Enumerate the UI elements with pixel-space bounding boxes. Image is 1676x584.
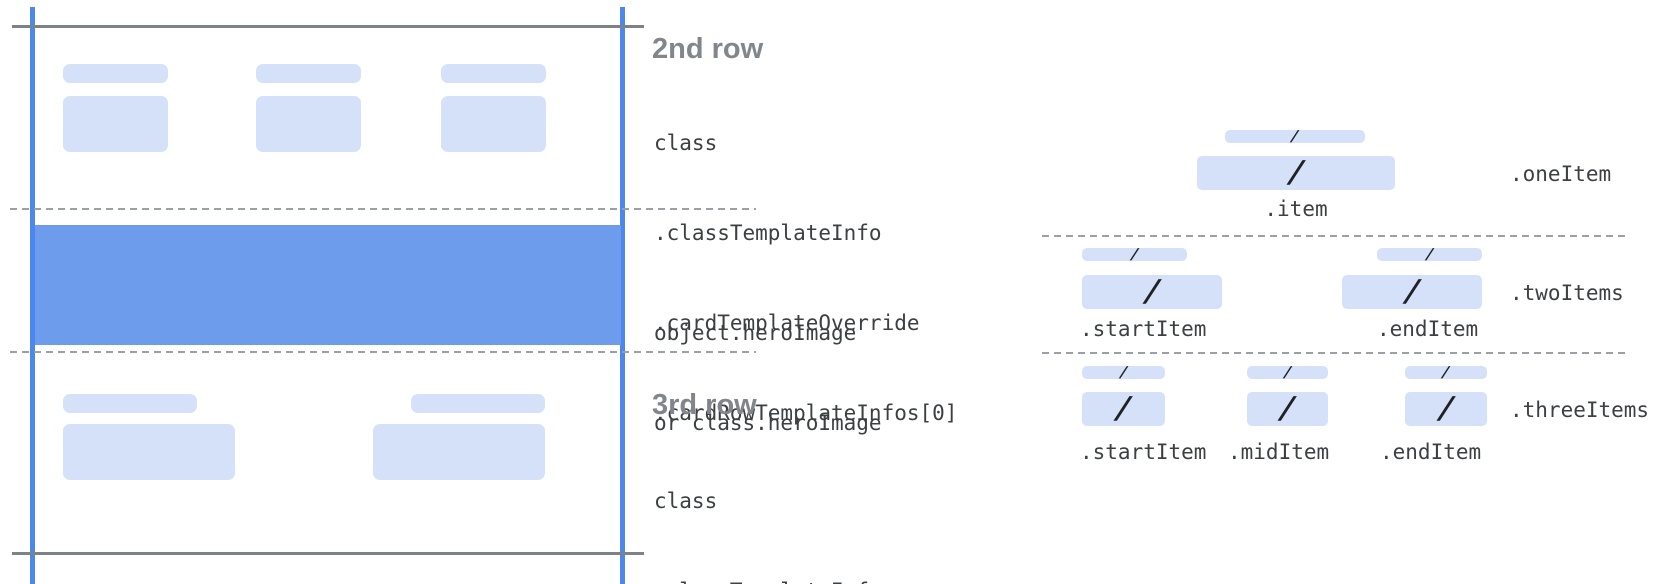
- slash-glyph: /: [1279, 391, 1296, 426]
- two-items-end-label-bar: /: [1377, 245, 1482, 263]
- guide-line-right: [620, 7, 625, 584]
- row2-label-chip-1: [63, 64, 168, 83]
- row3-label-chip-end: [411, 394, 545, 413]
- row2-content-chip-1: [63, 96, 168, 152]
- three-items-mid-label: .midItem: [1228, 440, 1330, 464]
- hero-code-block: object.heroImage or class.heroImage: [654, 258, 882, 498]
- three-items-group-label: .threeItems: [1510, 398, 1650, 422]
- two-items-start-content-bar: /: [1082, 274, 1222, 309]
- three-items-start-label: .startItem: [1080, 440, 1207, 464]
- three-items-end-label-bar: /: [1405, 363, 1487, 381]
- one-item-group-label: .oneItem: [1510, 162, 1612, 186]
- row3-title: 3rd row: [652, 389, 757, 421]
- code-line: or class.heroImage: [654, 411, 882, 435]
- three-items-start-content-bar: /: [1082, 391, 1165, 426]
- slash-glyph: /: [1144, 274, 1161, 309]
- code-line: class: [654, 489, 718, 513]
- slash-glyph: /: [1288, 155, 1305, 190]
- two-items-start-label-bar: /: [1082, 245, 1187, 263]
- slash-glyph: /: [1130, 245, 1139, 263]
- two-items-end-content-bar: /: [1342, 274, 1482, 309]
- slash-glyph: /: [1438, 391, 1455, 426]
- row2-content-chip-3: [441, 96, 546, 152]
- row3-code-block: class .classTemplateInfo .cardTemplateOv…: [654, 426, 957, 584]
- row3-content-chip-start: [63, 424, 235, 480]
- items-divider-dashed-2: [1042, 352, 1630, 354]
- row2-title: 2nd row: [652, 33, 764, 65]
- code-line: .cardRowTemplateInfos[0]: [654, 401, 958, 425]
- card-top-edge-line: [12, 25, 644, 28]
- slash-glyph: /: [1283, 363, 1292, 381]
- two-items-start-label: .startItem: [1080, 317, 1207, 341]
- slash-glyph: /: [1115, 391, 1132, 426]
- row-divider-dashed-bottom: [10, 351, 756, 353]
- code-line: .cardTemplateOverride: [654, 311, 920, 335]
- row3-content-chip-end: [373, 424, 545, 480]
- three-items-mid-label-bar: /: [1247, 363, 1328, 381]
- card-bottom-edge-line: [12, 552, 644, 555]
- guide-line-left: [30, 7, 35, 584]
- slash-glyph: /: [1119, 363, 1128, 381]
- hero-image-band: [35, 225, 621, 345]
- one-item-content-bar: /: [1197, 155, 1395, 190]
- slash-glyph: /: [1291, 127, 1300, 145]
- row2-label-chip-2: [256, 64, 361, 83]
- slash-glyph: /: [1425, 245, 1434, 263]
- two-items-group-label: .twoItems: [1510, 281, 1624, 305]
- slash-glyph: /: [1404, 274, 1421, 309]
- code-line: class: [654, 131, 718, 155]
- row3-label-chip-start: [63, 394, 197, 413]
- items-divider-dashed-1: [1042, 235, 1630, 237]
- three-items-end-label: .endItem: [1380, 440, 1482, 464]
- three-items-start-label-bar: /: [1082, 363, 1165, 381]
- three-items-mid-content-bar: /: [1247, 391, 1328, 426]
- three-items-end-content-bar: /: [1405, 391, 1487, 426]
- code-line: object.heroImage: [654, 321, 857, 345]
- row2-code-block: class .classTemplateInfo .cardTemplateOv…: [654, 68, 957, 488]
- one-item-label-bar: /: [1225, 127, 1365, 145]
- two-items-end-label: .endItem: [1377, 317, 1479, 341]
- row2-label-chip-3: [441, 64, 546, 83]
- slash-glyph: /: [1442, 363, 1451, 381]
- code-line: .classTemplateInfo: [654, 576, 957, 584]
- row2-content-chip-2: [256, 96, 361, 152]
- code-line: .classTemplateInfo: [654, 221, 882, 245]
- row-divider-dashed-top: [10, 208, 756, 210]
- one-item-item-label: .item: [1264, 197, 1328, 221]
